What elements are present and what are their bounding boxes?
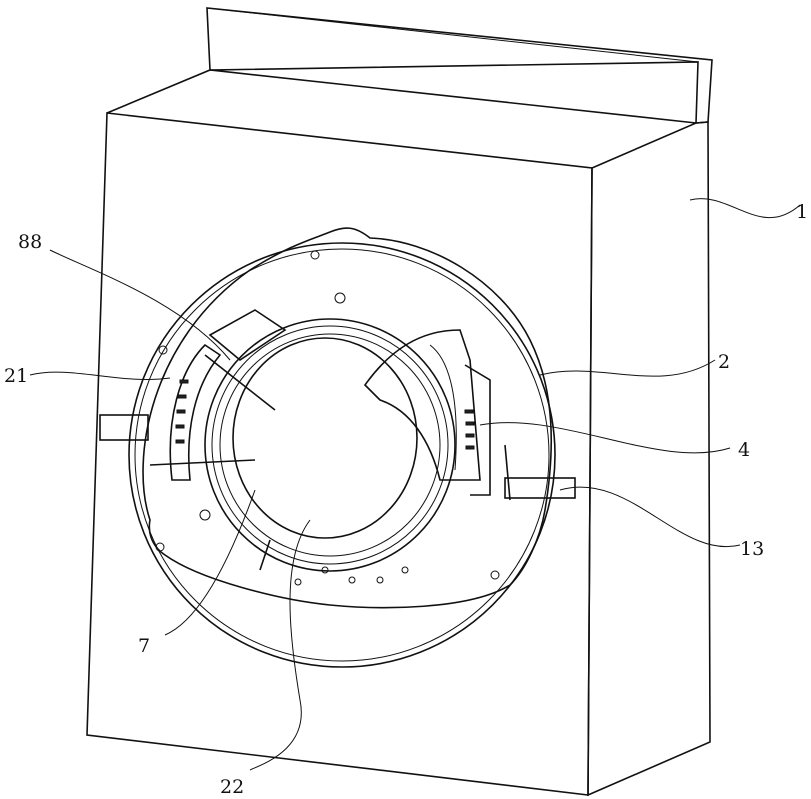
front-face bbox=[87, 113, 592, 795]
hinge-left bbox=[100, 415, 148, 440]
door-opening bbox=[233, 338, 417, 538]
top-face bbox=[107, 70, 696, 123]
label-21: 21 bbox=[4, 365, 28, 387]
label-22: 22 bbox=[220, 776, 244, 798]
label-2: 2 bbox=[718, 351, 730, 373]
cabinet bbox=[87, 8, 712, 795]
side-face bbox=[588, 122, 710, 795]
door-assembly bbox=[100, 228, 575, 667]
back-panel bbox=[207, 8, 712, 123]
latch-4 bbox=[365, 330, 480, 480]
label-88: 88 bbox=[18, 231, 42, 253]
leader-lines bbox=[30, 199, 800, 770]
outer-ring bbox=[129, 243, 555, 667]
hinge-13 bbox=[505, 478, 575, 498]
label-1: 1 bbox=[796, 201, 808, 223]
label-13: 13 bbox=[740, 538, 764, 560]
label-4: 4 bbox=[738, 439, 750, 461]
label-7: 7 bbox=[138, 635, 150, 657]
